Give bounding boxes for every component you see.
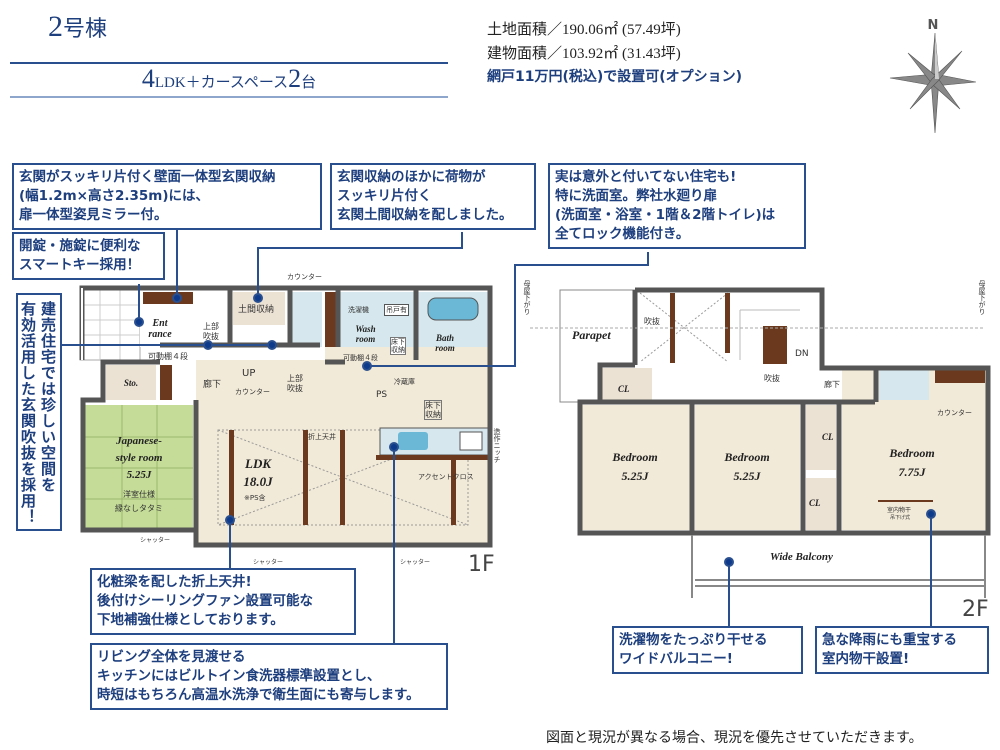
shelf-label: 可動棚４段 <box>343 354 378 362</box>
option-note: 網戸11万円(税込)で設置可(オプション) <box>487 69 743 85</box>
counter-label: カウンター <box>287 273 322 281</box>
building-title: 2号棟 <box>48 10 107 44</box>
fridge-label: 冷蔵庫 <box>394 378 415 386</box>
stairs <box>763 326 787 364</box>
callout-smart-key: 開錠・施錠に便利な スマートキー採用！ <box>12 232 165 280</box>
callout-entrance-storage: 玄関がスッキリ片付く壁面一体型玄関収納 (幅1.2m×高さ2.35m)には、 扉… <box>12 163 322 230</box>
callout-leaders <box>62 222 936 643</box>
bedroom2-label: Bedroom 5.25J <box>724 450 770 483</box>
counter-label: カウンター <box>235 388 270 396</box>
callout-balcony: 洗濯物をたっぷり干せる ワイドバルコニー! <box>612 626 803 674</box>
layout-number: 4 <box>141 64 155 93</box>
hall-label: 廊下 <box>824 380 840 389</box>
compass-rose-icon: N <box>888 18 978 134</box>
ps-label: PS <box>376 390 388 400</box>
callout-door-lock: 実は意外と付いてない住宅も! 特に洗面室。弊社水廻り扉 (洗面室・浴室・1階＆2… <box>548 163 806 249</box>
washer-label: 洗濯機 <box>348 306 369 314</box>
dn-label: DN <box>795 349 809 359</box>
building-number: 2 <box>48 10 63 43</box>
indoor-dryer-type: 吊下げ式 <box>890 515 911 521</box>
cabinet-label: 吊戸有 <box>384 304 409 316</box>
porch-steps <box>79 289 141 361</box>
roof-label: 母屋下がり <box>978 280 986 315</box>
entrance-label: Ent rance <box>148 318 172 340</box>
counter <box>325 292 338 347</box>
hall-label: 廊下 <box>203 380 222 390</box>
japanese-room-note: 洋室仕様 縁なしタタミ <box>115 490 163 513</box>
bedroom1-label: Bedroom 5.25J <box>612 450 658 483</box>
closet-label: CL <box>809 498 821 508</box>
ldk-note: ※PS含 <box>244 494 266 502</box>
layout-title: 4LDK＋カースペース2台 <box>10 64 448 94</box>
accent-label: アクセントクロス <box>418 473 474 481</box>
shutter-label: シャッター <box>140 537 171 544</box>
callout-ceiling: 化粧梁を配した折上天井! 後付けシーリングファン設置可能な 下地補強仕様としてお… <box>90 568 356 635</box>
balcony-label: Wide Balcony <box>770 551 833 563</box>
callout-kitchen: リビング全体を見渡せる キッチンにはビルトイン食洗器標準設置とし、 時短はもちろ… <box>90 643 448 710</box>
toilet <box>290 292 322 347</box>
callout-indoor-dryer: 急な降雨にも重宝する 室内物干設置! <box>815 626 989 674</box>
divider <box>10 62 448 64</box>
divider <box>10 96 448 98</box>
void-label: 吹抜 <box>644 317 660 326</box>
void-label: 上部 吹抜 <box>203 322 219 341</box>
floor1-plan <box>79 285 493 548</box>
callout-doma-storage: 玄関収納のほかに荷物が スッキリ片付く 玄関土間収納を配しました。 <box>330 163 536 230</box>
parking-number: 2 <box>288 64 302 93</box>
wash-room-label: Wash room <box>355 324 376 344</box>
roof-label: 母屋下がり <box>523 280 531 315</box>
building-area: 建物面積／103.92㎡ (31.43坪) <box>487 46 681 62</box>
shutter-label: シャッター <box>253 559 284 566</box>
floor2-plan <box>530 287 991 598</box>
ldk-label: LDK 18.0J <box>243 456 273 489</box>
niche-label: 造作ニッチ <box>493 428 501 463</box>
layout-text: LDK＋カースペース <box>154 75 289 91</box>
counter-label: カウンター <box>937 409 972 417</box>
void-label: 吹抜 <box>764 374 780 383</box>
japanese-room-label: Japanese- style room 5.25J <box>115 435 163 481</box>
bath-room-label: Bath room <box>435 333 455 353</box>
storage-label: Sto. <box>123 378 139 388</box>
underfloor-storage-label: 床下 収納 <box>390 337 406 355</box>
callout-void: 建売住宅では珍しい空間を 有効活用した玄関吹抜を採用！ <box>16 293 62 531</box>
floor1-label: 1F <box>468 552 495 577</box>
void-label: 上部 吹抜 <box>287 374 303 393</box>
shelf-label: 可動棚４段 <box>148 352 188 361</box>
floor2-label: 2F <box>962 597 989 622</box>
indoor-dryer-label: 室内物干 <box>887 507 912 514</box>
storage <box>106 365 156 400</box>
closet-label: CL <box>618 384 630 394</box>
toilet2 <box>879 368 929 400</box>
bedroom1 <box>580 405 690 530</box>
shoe-cabinet <box>143 292 193 304</box>
doma-storage-label: 土間収納 <box>238 305 275 315</box>
closet-label: CL <box>822 432 834 442</box>
parking-suffix: 台 <box>301 75 317 91</box>
shutter-label: シャッター <box>400 559 431 566</box>
north-label: N <box>927 18 939 33</box>
underfloor-storage-label: 床下 収納 <box>424 400 442 420</box>
up-label: UP <box>242 368 256 379</box>
ceiling-label: 折上天井 <box>308 433 336 441</box>
bathtub <box>427 297 479 321</box>
disclaimer: 図面と現況が異なる場合、現況を優先させていただきます。 <box>546 730 923 746</box>
building-suffix: 号棟 <box>63 16 108 41</box>
land-area: 土地面積／190.06㎡ (57.49坪) <box>487 22 681 38</box>
parapet-label: Parapet <box>572 328 611 342</box>
bedroom2 <box>695 405 800 530</box>
bedroom3-label: Bedroom 7.75J <box>889 446 935 479</box>
